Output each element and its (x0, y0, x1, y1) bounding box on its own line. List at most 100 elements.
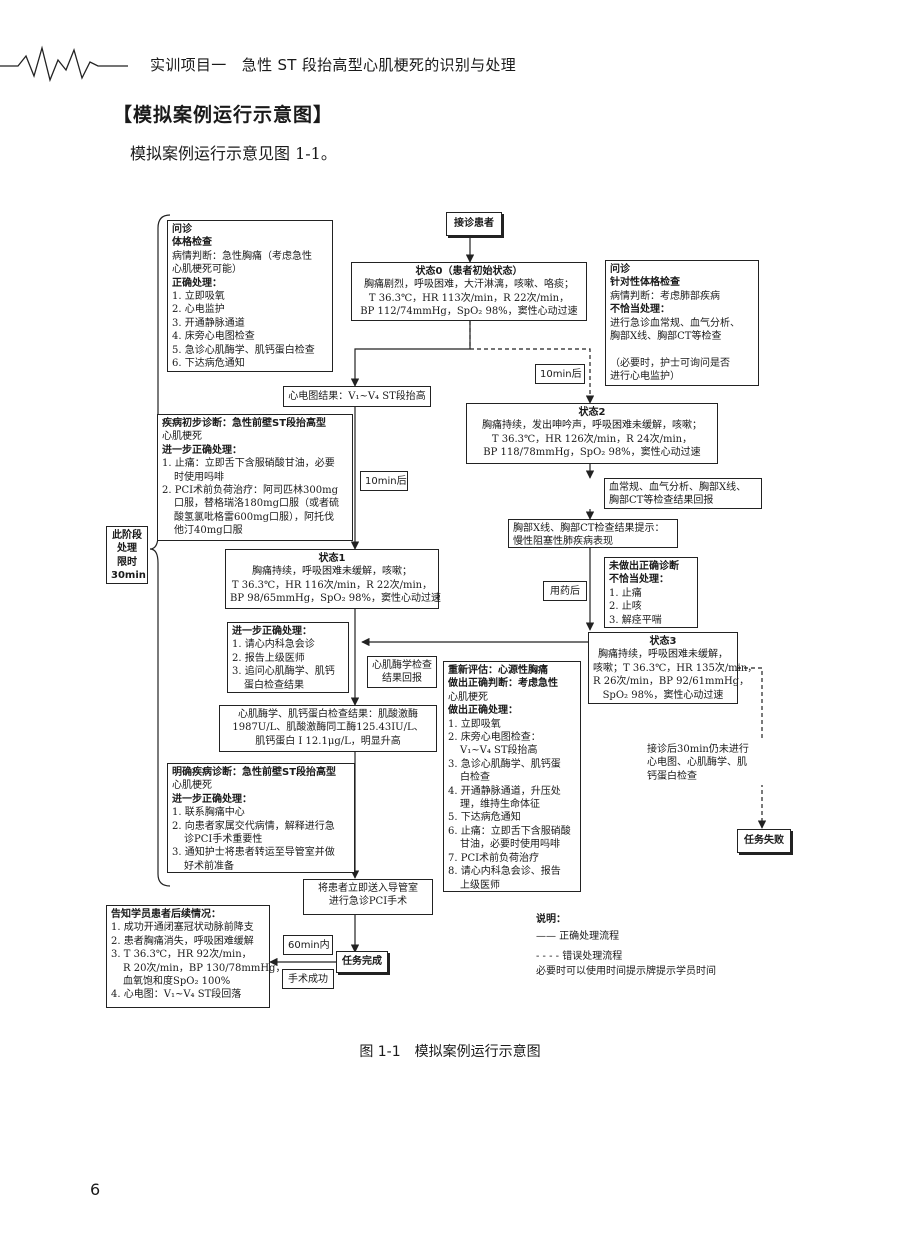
node-line: 4. 心电图：V₁~V₄ ST段回落 (111, 989, 242, 1001)
figure-caption: 图 1-1 模拟案例运行示意图 (359, 1044, 541, 1060)
node-line: 胸痛持续，呼吸困难未缓解，咳嗽； (252, 566, 412, 578)
node-ecg-result: 心电图结果：V₁~V₄ ST段抬高 (283, 386, 431, 407)
node-transfer: 将患者立即送入导管室进行急诊PCI手术 (303, 879, 433, 915)
node-line: 正确处理： (172, 277, 222, 289)
node-prelim-diag: 疾病初步诊断：急性前壁ST段抬高型心肌梗死进一步正确处理：1. 止痛：立即舌下含… (157, 414, 353, 541)
node-line: 1. 请心内科急会诊 (232, 639, 315, 651)
node-line: BP 112/74mmHg，SpO₂ 98%，窦性心动过速 (360, 306, 578, 318)
node-line: 3. 解痉平喘 (609, 614, 662, 626)
node-line: T 36.3℃，HR 116次/min，R 22次/min， (231, 579, 433, 591)
node-line (610, 343, 754, 356)
node-line: 胸部X线、胸部CT等检查 (610, 331, 722, 343)
connector-state0-state2 (469, 321, 595, 404)
node-line: 蛋白检查结果 (244, 679, 304, 691)
node-line: 进一步正确处理： (162, 444, 242, 456)
node-line: 2. 向患者家属交代病情，解释进行急 (172, 820, 335, 832)
node-line: 状态0（患者初始状态） (415, 266, 523, 277)
node-line: 5. 急诊心肌酶学、肌钙蛋白检查 (172, 344, 315, 356)
node-ten-min-b: 10min后 (360, 471, 408, 491)
node-line: 问诊 (610, 264, 630, 275)
node-sixty-min: 60min内 (283, 935, 333, 955)
node-line: 不恰当处理： (610, 304, 670, 316)
node-line: 用药后 (550, 586, 580, 597)
section-heading: 【模拟案例运行示意图】 (113, 104, 334, 126)
node-line: 他汀40mg口服 (174, 525, 243, 537)
node-line: 钙蛋白检查 (647, 770, 697, 782)
node-line: 2. 床旁心电图检查： (448, 732, 541, 744)
node-line: 诊PCI手术重要性 (184, 834, 263, 846)
node-line: 做出正确判断：考虑急性 (448, 678, 558, 690)
node-line: 明确疾病诊断：急性前壁ST段抬高型 (172, 767, 337, 778)
legend-dashed: - - - - 错误处理流程 (536, 950, 623, 962)
node-ten-min-a: 10min后 (535, 364, 585, 384)
node-line: 胸痛持续，发出呻吟声，呼吸困难未缓解，咳嗽； (482, 420, 702, 432)
node-state3: 状态3 胸痛持续，呼吸困难未缓解，咳嗽；T 36.3℃，HR 135次/min， R… (588, 632, 758, 704)
node-line: 进行急诊PCI手术 (328, 896, 408, 908)
node-line: 限时 (117, 556, 137, 568)
legend-title: 说明： (536, 914, 566, 925)
node-line: 状态2 (578, 407, 606, 418)
node-line: 状态3 (649, 636, 677, 647)
node-line: 胸部CT等检查结果回报 (609, 495, 714, 507)
node-line: 进一步正确处理： (172, 793, 252, 805)
node-timeout: 接诊后30min仍未进行心电图、心肌酶学、肌钙蛋白检查 (643, 741, 764, 785)
node-line: 咳嗽；T 36.3℃，HR 135次/min， (593, 662, 758, 674)
intro-text: 模拟案例运行示意见图 1-1。 (130, 144, 337, 163)
node-line: 心肌梗死可能） (172, 264, 242, 276)
node-line: 4. 床旁心电图检查 (172, 331, 255, 343)
node-line: 进行急诊血常规、血气分析、 (610, 317, 740, 329)
node-fail: 任务失败 (737, 829, 791, 853)
node-line: （必要时，护士可询问是否 (610, 357, 730, 369)
node-line: 病情判断：急性胸痛（考虑急性 (172, 250, 312, 262)
node-line: T 36.3℃，HR 126次/min，R 24次/min， (491, 433, 693, 445)
node-inquiry-right: 问诊针对性体格检查病情判断：考虑肺部疾病不恰当处理：进行急诊血常规、血气分析、胸… (605, 260, 759, 386)
node-line: 处理 (117, 543, 137, 555)
node-line: BP 98/65mmHg，SpO₂ 98%，窦性心动过速 (230, 593, 442, 605)
node-line: V₁~V₄ ST段抬高 (460, 745, 538, 757)
node-line: 好术前准备 (184, 860, 234, 872)
node-line: 问诊 (172, 224, 192, 235)
node-state2: 状态2 胸痛持续，发出呻吟声，呼吸困难未缓解，咳嗽；T 36.3℃，HR 126次… (466, 403, 718, 464)
node-line: 心电图结果：V₁~V₄ ST段抬高 (288, 391, 426, 402)
node-line: 结果回报 (382, 673, 422, 685)
node-line: 1. 立即吸氧 (448, 718, 501, 730)
node-line: 疾病初步诊断：急性前壁ST段抬高型 (162, 418, 327, 429)
node-complete: 任务完成 (336, 951, 388, 973)
node-line: 心电图、心肌酶学、肌 (647, 757, 747, 769)
node-enzyme-return: 心肌酶学检查结果回报 (367, 656, 437, 688)
node-line: R 26次/min，BP 92/61mmHg， (593, 676, 750, 688)
node-line: 血氧饱和度SpO₂ 100% (123, 976, 231, 988)
node-lab-results: 血常规、血气分析、胸部X线、胸部CT等检查结果回报 (604, 478, 762, 509)
node-line: 7. PCI术前负荷治疗 (448, 852, 540, 864)
node-line: 此阶段 (112, 530, 142, 541)
node-line: 10min后 (365, 476, 407, 487)
node-line: 病情判断：考虑肺部疾病 (610, 290, 720, 302)
node-line: 6. 下达病危通知 (172, 358, 245, 370)
connector-state0-ecg (350, 321, 471, 387)
node-line: 2. 止咳 (609, 601, 642, 613)
node-line: 任务失败 (744, 835, 784, 846)
heartbeat-icon (0, 45, 128, 83)
node-line: 3. T 36.3℃，HR 92次/min， (111, 949, 252, 961)
node-line: 慢性阻塞性肺疾病表现 (513, 536, 613, 548)
node-line: 甘油，必要时使用吗啡 (460, 839, 560, 851)
node-line: 状态1 (318, 553, 346, 564)
node-line: 时使用吗啡 (174, 471, 224, 483)
node-line: 进一步正确处理： (232, 626, 312, 637)
node-line: 告知学员患者后续情况： (111, 909, 221, 920)
node-line: 胸痛持续，呼吸困难未缓解， (598, 649, 728, 661)
node-line: 3. 急诊心肌酶学、肌钙蛋 (448, 758, 561, 770)
node-line: 1. 止痛 (609, 587, 642, 599)
node-line: 不恰当处理： (609, 574, 669, 586)
node-line: 接诊后30min仍未进行 (647, 744, 749, 755)
node-line: 胸痛剧烈，呼吸困难，大汗淋漓，咳嗽、咯痰； (364, 279, 574, 291)
node-line: 进行心电监护） (610, 371, 680, 383)
node-line: 肌钙蛋白 I 12.1μg/L，明显升高 (255, 735, 401, 747)
node-line: 8. 请心内科急会诊、报告 (448, 866, 561, 878)
